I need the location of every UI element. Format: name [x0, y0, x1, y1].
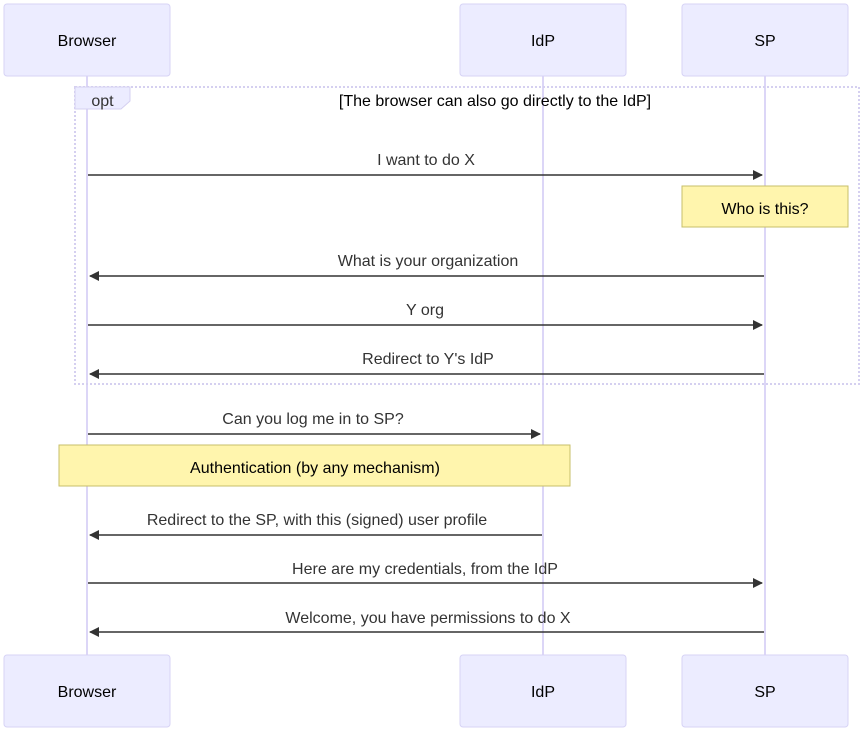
note-box	[681, 185, 849, 228]
note-text: Authentication (by any mechanism)	[190, 460, 440, 477]
message-4: Redirect to Y's IdP	[89, 351, 764, 379]
message-label: Y org	[406, 302, 444, 319]
note-authentication: Authentication (by any mechanism)	[58, 444, 571, 487]
message-label: Welcome, you have permissions to do X	[285, 610, 571, 627]
opt-condition: [The browser can also go directly to the…	[339, 93, 651, 110]
actor-label: IdP	[531, 33, 555, 50]
message-1: I want to do X	[88, 152, 763, 180]
opt-block: opt [The browser can also go directly to…	[74, 86, 860, 385]
message-5: Can you log me in to SP?	[88, 411, 541, 439]
actor-bottom-idp[interactable]: IdP	[459, 654, 627, 728]
note-box	[58, 444, 571, 487]
message-3: Y org	[88, 302, 763, 330]
message-8: Welcome, you have permissions to do X	[89, 610, 764, 637]
note-who-is-this: Who is this?	[681, 185, 849, 228]
message-7: Here are my credentials, from the IdP	[88, 561, 763, 588]
actor-label: Browser	[58, 33, 117, 50]
opt-tab	[74, 86, 131, 110]
actor-top-idp[interactable]: IdP	[459, 3, 627, 77]
actor-top-browser[interactable]: Browser	[3, 3, 171, 77]
note-text: Who is this?	[721, 201, 808, 218]
message-label: I want to do X	[377, 152, 475, 169]
message-2: What is your organization	[89, 253, 764, 281]
actor-label: Browser	[58, 684, 117, 701]
opt-label: opt	[91, 93, 114, 110]
actor-label: SP	[754, 684, 775, 701]
actor-bottom-sp[interactable]: SP	[681, 654, 849, 728]
actor-label: IdP	[531, 684, 555, 701]
message-label: Here are my credentials, from the IdP	[292, 561, 558, 578]
opt-frame	[74, 86, 860, 385]
message-label: Redirect to the SP, with this (signed) u…	[147, 512, 487, 529]
actor-top-sp[interactable]: SP	[681, 3, 849, 77]
actor-label: SP	[754, 33, 775, 50]
message-label: Can you log me in to SP?	[222, 411, 404, 428]
message-label: Redirect to Y's IdP	[362, 351, 494, 368]
actor-bottom-browser[interactable]: Browser	[3, 654, 171, 728]
message-label: What is your organization	[338, 253, 519, 270]
message-6: Redirect to the SP, with this (signed) u…	[89, 512, 542, 540]
